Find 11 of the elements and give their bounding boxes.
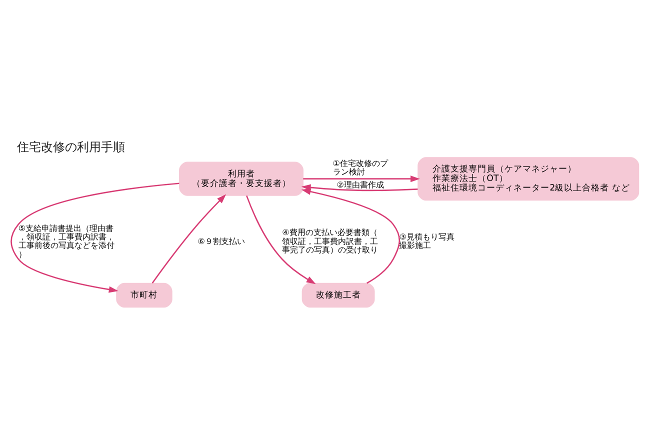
- node-box: 改修施工者: [302, 282, 375, 308]
- arrow: [152, 194, 226, 283]
- arrow: [301, 188, 400, 284]
- node-box: 介護支援専門員（ケアマネジャー） 作業療法士（OT） 福祉住環境コーディネーター2級以上合格者 など: [418, 156, 640, 200]
- arrow: [303, 175, 420, 182]
- diagram-title: 住宅改修の利用手順: [17, 139, 126, 154]
- arrow: [246, 194, 316, 284]
- node-box: 利用者 （要介護者・要支援者）: [179, 161, 304, 196]
- arrow: [10, 182, 180, 292]
- arrow: [301, 184, 418, 191]
- node-box: 市町村: [116, 282, 172, 308]
